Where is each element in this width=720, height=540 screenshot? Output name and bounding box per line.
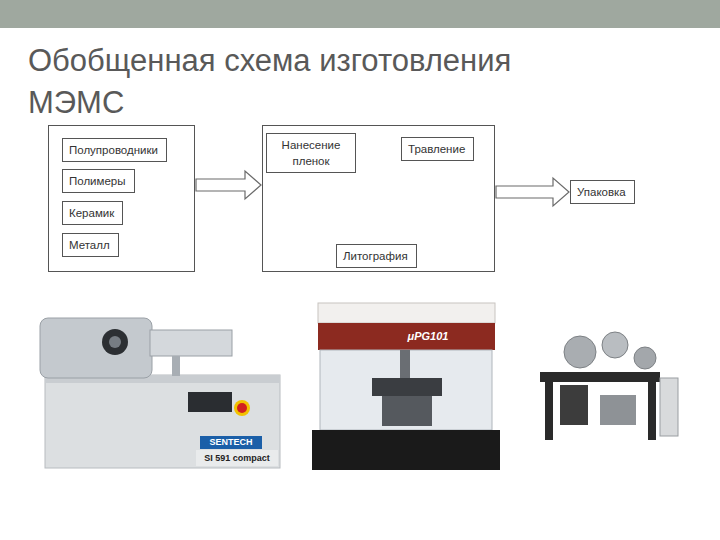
chamber [634,347,656,369]
brand-plate [200,436,262,449]
model-plate [196,450,278,466]
emergency-button [237,403,247,413]
vacuum-chamber [40,318,152,378]
chamber-port [102,329,128,355]
stage-top [372,378,442,396]
node-text: Полупроводники [69,142,158,158]
cluster-equipment [540,332,678,440]
process-group: Нанесение пленок ТравлениеЛитография [262,125,495,272]
pump [600,395,636,425]
node-text: Нанесение пленок [271,137,351,169]
machine-arm [150,330,232,356]
rack-unit [560,385,588,425]
process-box: Литография [336,244,417,268]
machine-cabinet [45,375,280,468]
block-arrow [196,171,261,199]
chamber [564,336,596,368]
node-text: Металл [69,237,110,253]
material-box: Полупроводники [62,138,167,162]
node-text: Полимеры [69,173,126,189]
stage-body [382,396,432,426]
node-text: Литография [343,248,408,264]
display-panel [188,392,232,412]
model-label: SI 591 compact [196,451,278,465]
process-box: Травление [401,137,474,161]
sentech-machine [40,318,280,468]
output-box: Упаковка [570,180,635,204]
brand-label: SENTECH [200,436,262,449]
material-box: Полимеры [62,169,135,193]
cabinet [660,378,678,436]
model-label: μPG101 [392,329,464,344]
lithography-machine [312,303,500,470]
table-leg [545,382,553,440]
table-leg [648,382,656,440]
optics-column [400,350,410,378]
machine-base [312,430,500,470]
glass-enclosure [320,350,492,430]
node-text: Травление [408,141,465,157]
emergency-ring [234,400,250,416]
machine-band [318,323,495,350]
chamber [602,332,628,358]
chamber-port-inner [109,336,121,348]
material-box: Керамик [62,201,123,225]
process-box: Нанесение пленок [266,133,356,173]
machine-cap [318,303,495,323]
material-box: Металл [62,233,119,257]
arm-support [172,356,180,376]
node-text: Упаковка [577,184,626,200]
node-text: Керамик [69,205,114,221]
table-top [540,372,660,382]
top-bar [0,0,720,28]
slide-title: Обобщенная схема изготовления МЭМС [28,40,573,124]
block-arrow [496,178,569,206]
material-group: ПолупроводникиПолимерыКерамикМеталл [48,125,195,272]
